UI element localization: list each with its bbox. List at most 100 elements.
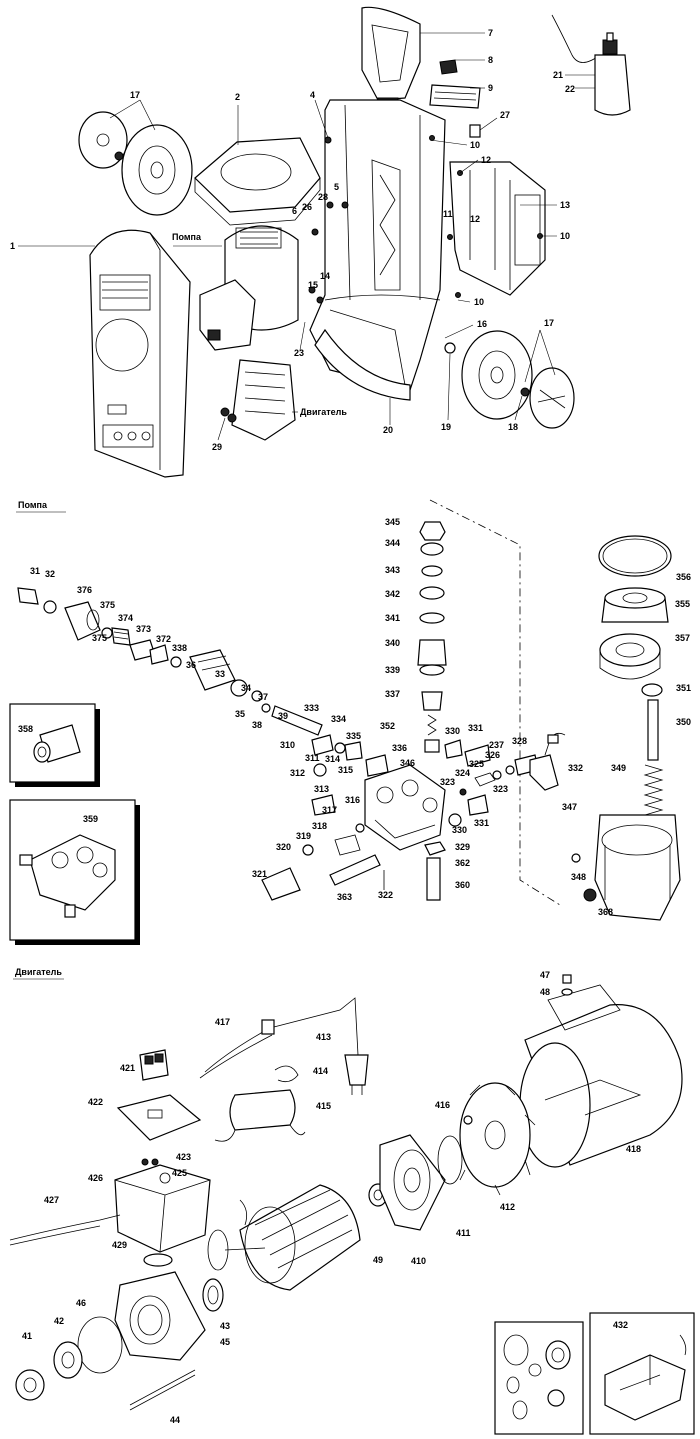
label-1: 1 (10, 241, 15, 251)
svg-text:340: 340 (385, 638, 400, 648)
svg-text:46: 46 (76, 1298, 86, 1308)
label-19: 19 (441, 422, 451, 432)
svg-text:348: 348 (571, 872, 586, 882)
grill-part (429, 84, 481, 109)
inset-432 (589, 1312, 695, 1435)
handle-part (361, 6, 421, 109)
svg-text:412: 412 (500, 1202, 515, 1212)
label-12b: 12 (470, 214, 480, 224)
svg-text:337: 337 (385, 689, 400, 699)
overview-assembly: 1 2 4 5 6 7 8 9 10 10 10 11 12 12 13 14 … (10, 6, 631, 478)
lid-part (194, 137, 321, 226)
fan-part (459, 1082, 536, 1196)
svg-text:414: 414 (313, 1066, 328, 1076)
label-2: 2 (235, 92, 240, 102)
label-21: 21 (553, 70, 563, 80)
bracket-part (449, 161, 546, 296)
label-11: 11 (443, 209, 453, 219)
svg-text:325: 325 (469, 759, 484, 769)
svg-text:356: 356 (676, 572, 691, 582)
bearing-42-part (53, 1341, 83, 1379)
label-16: 16 (477, 319, 487, 329)
svg-text:421: 421 (120, 1063, 135, 1073)
capacitor-part (214, 1089, 306, 1142)
svg-text:35: 35 (235, 709, 245, 719)
inset-359 (9, 799, 140, 945)
svg-text:314: 314 (325, 754, 340, 764)
svg-text:313: 313 (314, 784, 329, 794)
svg-text:416: 416 (435, 1100, 450, 1110)
motor-housing-assembly (571, 535, 681, 921)
label-26: 26 (302, 202, 312, 212)
svg-text:368: 368 (598, 907, 613, 917)
svg-text:362: 362 (455, 858, 470, 868)
svg-text:344: 344 (385, 538, 400, 548)
detergent-bottle-part (551, 14, 631, 116)
svg-text:237: 237 (489, 740, 504, 750)
label-10c: 10 (474, 297, 484, 307)
svg-text:339: 339 (385, 665, 400, 675)
svg-text:33: 33 (215, 669, 225, 679)
wheel-right-part (444, 330, 575, 429)
svg-text:48: 48 (540, 987, 550, 997)
svg-text:39: 39 (278, 711, 288, 721)
svg-text:341: 341 (385, 613, 400, 623)
motor-cover-part (519, 984, 683, 1168)
clip-part (469, 124, 481, 138)
svg-text:343: 343 (385, 565, 400, 575)
svg-text:349: 349 (611, 763, 626, 773)
svg-text:357: 357 (675, 633, 690, 643)
svg-text:411: 411 (456, 1228, 471, 1238)
switch-plate-part (116, 1094, 202, 1141)
svg-text:328: 328 (512, 736, 527, 746)
svg-text:358: 358 (18, 724, 33, 734)
svg-text:318: 318 (312, 821, 327, 831)
motor-section: Двигатель (9, 967, 695, 1435)
label-7: 7 (488, 28, 493, 38)
svg-text:322: 322 (378, 890, 393, 900)
svg-text:331: 331 (468, 723, 483, 733)
svg-text:42: 42 (54, 1316, 64, 1326)
svg-text:415: 415 (316, 1101, 331, 1111)
svg-text:376: 376 (77, 585, 92, 595)
shaft-part (129, 1369, 196, 1406)
svg-text:317: 317 (322, 805, 337, 815)
screw-47-part (562, 974, 572, 984)
svg-text:330: 330 (452, 825, 467, 835)
svg-text:333: 333 (304, 703, 319, 713)
seal-part (143, 1253, 173, 1267)
overview-label-group: 1 2 4 5 6 7 8 9 10 10 10 11 12 12 13 14 … (10, 28, 575, 452)
label-20: 20 (383, 425, 393, 435)
svg-text:331: 331 (474, 818, 489, 828)
washer-part (463, 1115, 473, 1125)
ring-part (437, 1135, 463, 1185)
svg-text:359: 359 (83, 814, 98, 824)
inset-seal-kit (494, 1321, 584, 1435)
label-9: 9 (488, 83, 493, 93)
knob-part (439, 59, 458, 75)
svg-text:324: 324 (455, 768, 470, 778)
svg-text:326: 326 (485, 750, 500, 760)
svg-text:44: 44 (170, 1415, 180, 1425)
label-12a: 12 (481, 155, 491, 165)
svg-text:426: 426 (88, 1173, 103, 1183)
inset-358 (9, 703, 100, 787)
pump-small-parts (261, 732, 566, 901)
svg-text:338: 338 (172, 643, 187, 653)
svg-text:319: 319 (296, 831, 311, 841)
pump-head-part (364, 764, 446, 851)
motor-heading: Двигатель (15, 967, 62, 977)
label-29: 29 (212, 442, 222, 452)
svg-text:330: 330 (445, 726, 460, 736)
label-8: 8 (488, 55, 493, 65)
pump-heading: Помпа (18, 500, 48, 510)
svg-text:346: 346 (400, 758, 415, 768)
svg-text:31: 31 (30, 566, 40, 576)
svg-text:374: 374 (118, 613, 133, 623)
svg-text:418: 418 (626, 1144, 641, 1154)
svg-text:345: 345 (385, 517, 400, 527)
svg-text:334: 334 (331, 714, 346, 724)
inlet-fitting-parts (17, 587, 323, 736)
svg-text:352: 352 (380, 721, 395, 731)
pump-section: Помпа (9, 499, 691, 945)
